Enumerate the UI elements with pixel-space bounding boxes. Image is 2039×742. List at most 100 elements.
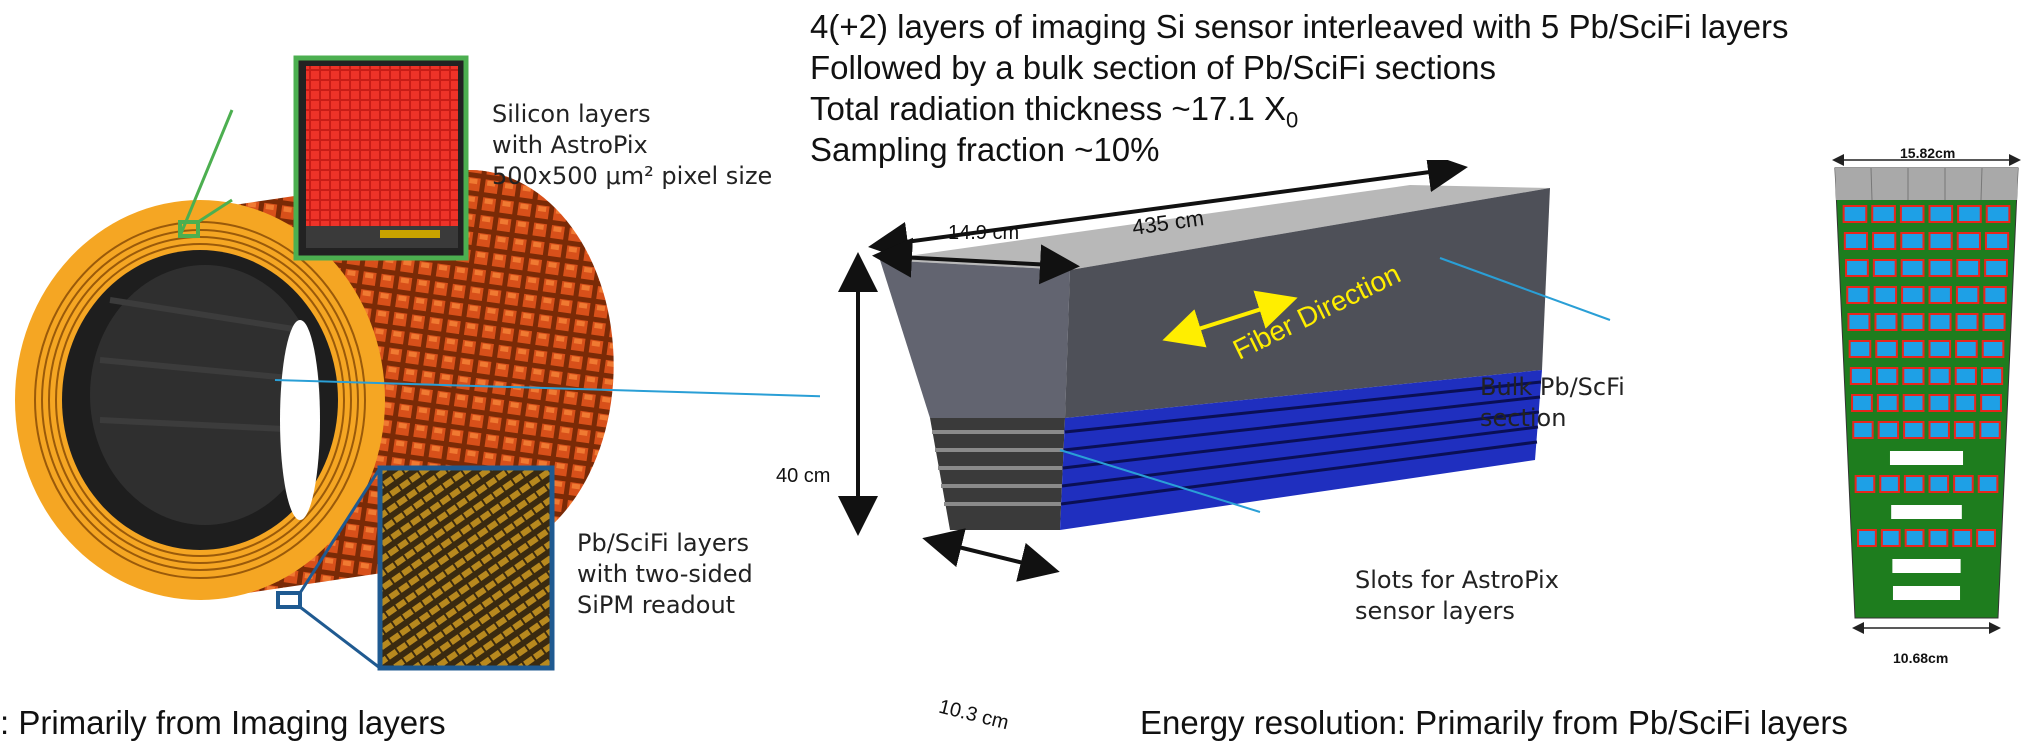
section-cell — [1849, 315, 1869, 329]
module-cross-section-figure — [1832, 154, 2021, 634]
section-cell — [1904, 369, 1923, 383]
slots-callout-line-2: sensor layers — [1355, 597, 1515, 625]
section-cell — [1982, 369, 2002, 383]
section-cell — [1903, 342, 1923, 356]
section-cell — [1875, 288, 1896, 302]
section-cell — [1981, 423, 1999, 437]
section-cell — [1986, 234, 2008, 248]
section-slot — [1891, 505, 1962, 519]
section-cell — [1850, 342, 1870, 356]
slots-leader — [1059, 449, 1261, 513]
section-cell — [1930, 315, 1950, 329]
section-cell — [1848, 288, 1868, 302]
section-bottom-label: 10.68cm — [1893, 650, 1949, 666]
section-cell — [1905, 477, 1923, 491]
top-width-label: 14.9 cm — [948, 222, 1020, 244]
section-cell — [1958, 261, 1979, 275]
section-cell — [1979, 477, 1997, 491]
section-cell — [1930, 207, 1952, 221]
section-cell — [1930, 369, 1949, 383]
section-cell — [1958, 234, 1979, 248]
module-front-layers — [930, 418, 1065, 530]
section-cell — [1930, 288, 1950, 302]
section-cell — [1856, 477, 1874, 491]
section-cell — [1903, 288, 1923, 302]
bottom-width-arrow — [922, 528, 1060, 582]
section-cell — [1955, 423, 1974, 437]
section-cell — [1847, 261, 1867, 275]
section-cell — [1878, 396, 1897, 410]
section-cell — [1956, 369, 1975, 383]
section-cell — [1930, 234, 1951, 248]
bottom-left-text: : Primarily from Imaging layers — [0, 704, 446, 741]
section-cell — [1902, 261, 1923, 275]
calorimeter-barrel-figure — [15, 55, 820, 671]
silicon-callout: Silicon layers with AstroPix 500x500 μm²… — [492, 99, 772, 192]
section-cell — [1844, 207, 1866, 221]
silicon-callout-line-2: with AstroPix — [492, 131, 648, 159]
section-cell — [1851, 369, 1871, 383]
section-cell — [1874, 261, 1895, 275]
pbscifi-callout-line-3: SiPM readout — [577, 591, 736, 619]
pbscifi-callout: Pb/SciFi layers with two-sided SiPM read… — [577, 528, 753, 621]
section-cell — [1930, 342, 1950, 356]
barrel-front-ring — [15, 200, 385, 600]
section-cell — [1957, 342, 1976, 356]
section-cell — [1957, 288, 1978, 302]
silicon-inset — [178, 55, 469, 261]
section-cell — [1903, 315, 1923, 329]
section-cell — [1853, 396, 1871, 410]
section-cell — [1854, 423, 1872, 437]
section-cell — [1930, 261, 1951, 275]
section-cell — [1956, 396, 1975, 410]
length-arrow — [868, 160, 1468, 262]
section-cell — [1904, 396, 1923, 410]
section-cell — [1873, 207, 1894, 221]
pbscifi-inset — [276, 465, 555, 671]
section-cell — [1882, 531, 1899, 545]
header-line-2: Followed by a bulk section of Pb/SciFi s… — [810, 49, 1496, 86]
section-top-plate — [1835, 168, 2018, 200]
silicon-callout-line-3: 500x500 μm² pixel size — [492, 162, 773, 190]
silicon-callout-line-1: Silicon layers — [492, 100, 651, 128]
section-cell — [1859, 531, 1875, 545]
top-width-arrow — [872, 237, 1080, 285]
section-cells — [1842, 205, 2011, 547]
barrel-to-module-leader — [274, 379, 820, 398]
header-line-3-subscript: 0 — [1286, 107, 1299, 133]
module-front-face — [880, 260, 1070, 418]
module-front-layer-lines — [932, 430, 1064, 506]
section-cell — [1954, 531, 1971, 545]
section-slots — [1889, 451, 1964, 600]
section-cell — [1881, 477, 1898, 491]
section-cell — [1986, 261, 2006, 275]
section-cell — [1930, 396, 1949, 410]
section-cell — [1978, 531, 1994, 545]
bulk-callout: Bulk Pb/ScFi section — [1480, 372, 1625, 434]
section-slot — [1889, 451, 1964, 465]
section-slot — [1892, 586, 1961, 600]
section-cell — [1987, 207, 2009, 221]
pbscifi-callout-line-1: Pb/SciFi layers — [577, 529, 749, 557]
section-cell — [1902, 234, 1923, 248]
section-cell — [1845, 234, 1867, 248]
section-cell — [1876, 315, 1896, 329]
section-cell — [1879, 423, 1898, 437]
height-label: 40 cm — [776, 465, 831, 487]
slots-callout: Slots for AstroPix sensor layers — [1355, 565, 1559, 627]
section-cell — [1959, 207, 1980, 221]
header-line-3: Total radiation thickness ~17.1 X0 — [810, 88, 1298, 141]
calorimeter-module-figure — [838, 160, 1611, 582]
section-slot — [1892, 559, 1961, 573]
section-cell — [1955, 477, 1972, 491]
pbscifi-callout-line-2: with two-sided — [577, 560, 753, 588]
section-cell — [1901, 207, 1923, 221]
section-cell — [1982, 396, 2000, 410]
section-cell — [1983, 342, 2003, 356]
section-cell — [1957, 315, 1977, 329]
slots-callout-line-1: Slots for AstroPix — [1355, 566, 1559, 594]
section-cell — [1930, 423, 1948, 437]
section-top-label: 15.82cm — [1900, 145, 1956, 161]
bulk-leader — [1439, 257, 1611, 321]
bottom-right-text: Energy resolution: Primarily from Pb/Sci… — [1140, 704, 1848, 741]
